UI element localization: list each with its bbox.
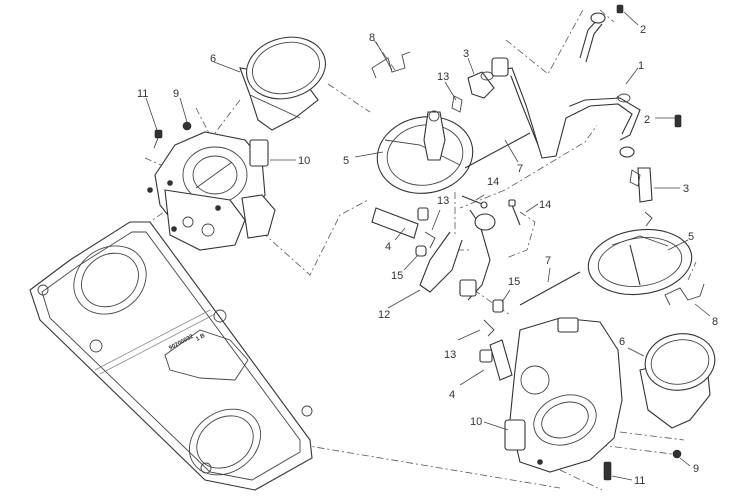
callout-11-right: 11 (634, 475, 645, 487)
callout-6-left: 6 (210, 53, 216, 65)
callout-1: 1 (638, 60, 644, 72)
callout-13-mid: 13 (437, 195, 449, 207)
clip-8-top (371, 51, 411, 79)
callout-13-top: 13 (437, 71, 449, 83)
callout-8-right: 8 (712, 316, 718, 328)
intake-funnel-right (639, 333, 716, 429)
callout-15-left: 15 (391, 270, 403, 282)
injector-holder-right (587, 228, 693, 296)
injector-3-right (629, 167, 653, 227)
callout-2-top: 2 (640, 24, 646, 36)
clip-8-right (664, 283, 705, 306)
throttle-body-left (147, 131, 276, 251)
callout-5-top: 5 (343, 155, 349, 167)
callout-7-right: 7 (545, 255, 551, 267)
callout-14-b: 14 (539, 199, 551, 211)
intake-funnel-left (239, 36, 326, 131)
callout-4-upper: 4 (385, 241, 391, 253)
callout-9-right: 9 (693, 463, 699, 475)
bolt-14-b (508, 199, 521, 226)
injector-3-top (451, 71, 495, 113)
rod-7-right (519, 271, 581, 306)
clip-13-mid (424, 231, 436, 249)
fuel-hose-assembly (491, 12, 641, 159)
throttle-body-right (504, 317, 623, 473)
rod-7-top (464, 132, 531, 169)
part-stamp-small: 1 B (195, 333, 207, 343)
callout-10-right: 10 (470, 416, 482, 428)
airbox-base: 90200032 1 B (29, 221, 313, 491)
callout-labels: 6 11 9 10 5 8 13 3 7 1 2 2 3 5 14 14 13 … (137, 24, 718, 487)
injector-4-upper (371, 207, 429, 239)
fuel-hose-12 (419, 209, 496, 301)
nut-9-left (182, 121, 192, 131)
callout-5-right: 5 (688, 231, 694, 243)
nut-9-right (672, 449, 682, 459)
callout-7-top: 7 (517, 163, 523, 175)
callout-3-right: 3 (683, 183, 689, 195)
callout-6-right: 6 (619, 336, 625, 348)
bolt-2-mid (674, 114, 682, 128)
bolt-2-top (616, 4, 624, 14)
callout-9-left: 9 (173, 88, 179, 100)
bolt-11-right (603, 461, 612, 481)
callout-10-left: 10 (298, 155, 310, 167)
callout-8-top: 8 (369, 32, 375, 44)
bolt-11-left (153, 129, 163, 149)
connector-right-hose (459, 279, 504, 313)
callout-13-lower: 13 (444, 349, 456, 361)
callout-3-top: 3 (463, 48, 469, 60)
callout-2-mid: 2 (644, 114, 650, 126)
callout-4-lower: 4 (449, 389, 455, 401)
leader-lines (145, 11, 711, 481)
injector-4-lower (479, 319, 513, 381)
spacer-15-left (415, 245, 427, 257)
callout-14-a: 14 (487, 176, 499, 188)
callout-15-right: 15 (508, 276, 520, 288)
injector-holder-top (376, 110, 474, 194)
bolt-14-a (461, 195, 488, 209)
callout-12: 12 (378, 309, 390, 321)
callout-11-left: 11 (137, 88, 148, 100)
